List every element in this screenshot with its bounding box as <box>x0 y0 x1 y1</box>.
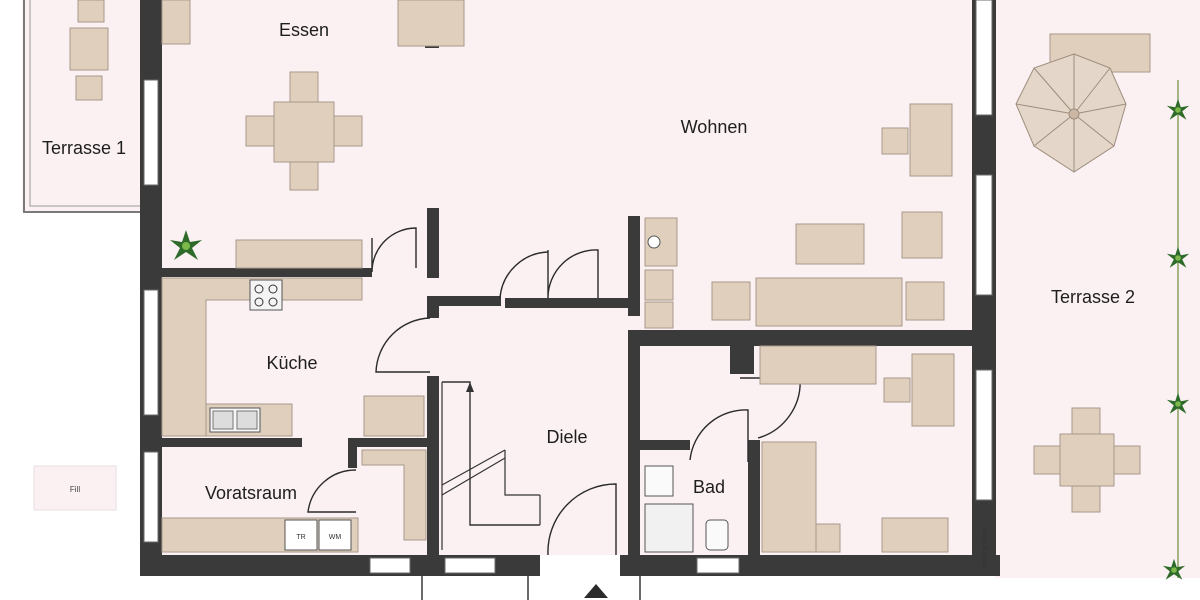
room-label-voratsraum: Voratsraum <box>205 483 297 503</box>
toilet-icon <box>705 519 729 551</box>
storage-furniture: TR WM <box>161 395 427 553</box>
kitchen-counters <box>161 277 363 437</box>
room-label-diele: Diele <box>546 427 587 447</box>
terrace-1-outline <box>23 0 140 213</box>
plant-icon <box>1166 98 1190 120</box>
plant-icon <box>170 230 202 260</box>
dryer-label: TR <box>296 534 305 541</box>
room-label-kueche: Küche <box>266 353 317 373</box>
plants <box>170 98 1190 580</box>
fill-legend: Fill <box>33 465 117 511</box>
window-right-2 <box>975 174 993 296</box>
plant-icon <box>1166 246 1190 268</box>
windows <box>143 0 993 574</box>
door-vorrat <box>307 469 357 513</box>
room-label-terrasse-2: Terrasse 2 <box>1051 287 1135 307</box>
window-bottom-3 <box>696 557 740 574</box>
fill-legend-label: Fill <box>70 485 80 494</box>
door-kitchen-hall <box>375 317 431 373</box>
door-kitchen-essen <box>371 227 417 273</box>
window-right-3 <box>975 369 993 501</box>
door-entrance <box>547 483 617 556</box>
floor-hall <box>430 300 630 555</box>
staircase <box>441 381 541 550</box>
window-bottom-1 <box>369 557 411 574</box>
entrance-steps <box>421 576 641 600</box>
shower-icon <box>644 503 694 553</box>
dining-set <box>161 0 465 191</box>
window-bottom-2 <box>444 557 496 574</box>
bathroom-fixtures <box>644 465 729 553</box>
terrace-2-furniture <box>1015 33 1179 578</box>
room-label-terrasse-1: Terrasse 1 <box>42 138 126 158</box>
door-hall-double <box>499 249 599 299</box>
sink-icon <box>644 465 674 497</box>
plant-icon <box>1166 392 1190 414</box>
washer-label: WM <box>329 534 342 541</box>
plant-icon <box>1162 558 1186 580</box>
bedroom-furniture <box>759 345 955 553</box>
stove-icon <box>249 279 283 311</box>
entrance-arrow-icon <box>584 584 608 598</box>
terrace-1-furniture <box>69 0 109 101</box>
room-labels: Essen Wohnen Terrasse 1 Terrasse 2 Küche… <box>42 20 1135 503</box>
door-bad <box>689 409 749 462</box>
window-left-1 <box>143 79 159 186</box>
watermark: McGrundriss <box>982 528 989 568</box>
room-label-wohnen: Wohnen <box>681 117 748 137</box>
stove-icon <box>647 235 661 249</box>
window-right-1 <box>975 0 993 116</box>
umbrella-icon <box>1015 53 1127 173</box>
room-label-bad: Bad <box>693 477 725 497</box>
window-left-2 <box>143 289 159 416</box>
window-left-3 <box>143 451 159 543</box>
room-label-essen: Essen <box>279 20 329 40</box>
living-furniture <box>235 103 953 329</box>
